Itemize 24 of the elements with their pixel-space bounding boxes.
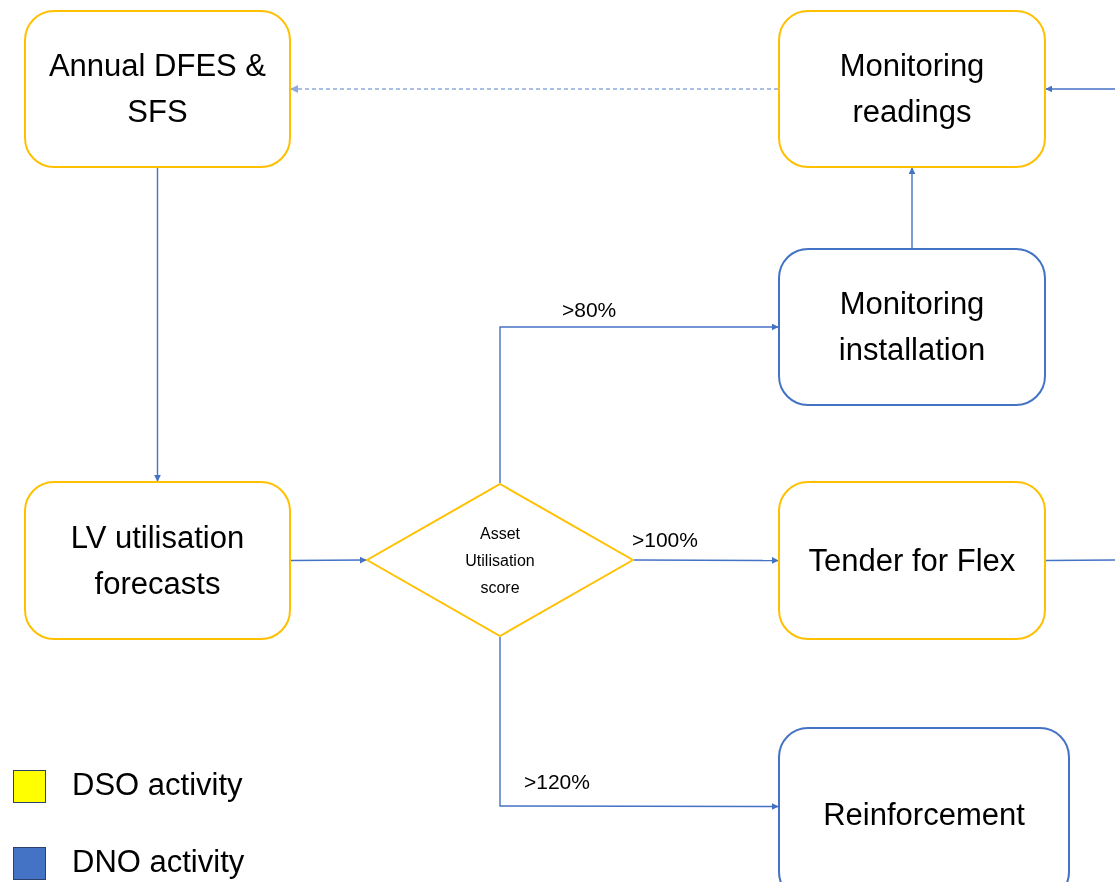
node-text: Monitoring installation [837,285,987,369]
arrow [1045,85,1115,93]
legend-label: DSO activity [72,767,243,803]
process-box [778,248,1046,406]
arrow [290,556,367,564]
node-text: Asset Utilisation score [464,523,536,598]
process-box [24,481,291,640]
process-box [778,10,1046,168]
node-text: Annual DFES & SFS [47,47,268,131]
node-text: Monitoring readings [838,47,986,131]
arrow [154,167,161,482]
process-box [778,481,1046,640]
arrow [908,167,916,249]
node-text: LV utilisation forecasts [69,518,246,603]
arrow [633,557,779,564]
node-text: Reinforcement [822,795,1026,834]
arrow [499,323,779,484]
decision-diamond [366,483,634,637]
arrow [499,636,779,810]
legend-label: DNO activity [72,844,245,880]
process-box [778,727,1070,882]
arrow [290,85,779,93]
process-box [24,10,291,168]
node-text: Tender for Flex [807,541,1017,580]
